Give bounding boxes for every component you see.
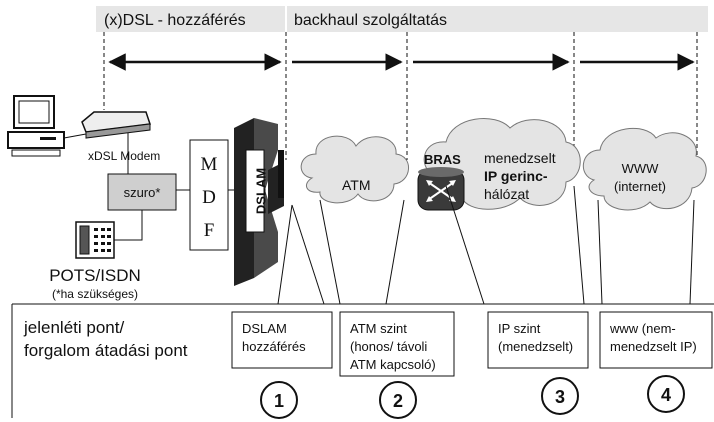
mdf-letter-d: D: [202, 187, 216, 208]
filter-label: szuro*: [124, 185, 161, 200]
point-3-line-2: (menedzselt): [498, 339, 573, 354]
www-cloud-line-1: WWW: [622, 161, 660, 176]
telephone-icon: [75, 221, 115, 259]
dashed-guides: [103, 32, 698, 170]
modem-icon: [81, 111, 152, 139]
legend-title-line-1: jelenléti pont/: [23, 318, 124, 337]
point-box-4: [599, 311, 713, 369]
atm-cloud: [300, 135, 409, 204]
point-4-line-2: menedzselt IP): [610, 339, 697, 354]
point-box-3: [487, 311, 589, 369]
point-1-line-1: DSLAM: [242, 321, 287, 336]
computer-icon: [7, 95, 65, 157]
mdf-box: [189, 139, 229, 251]
point-1-line-2: hozzáférés: [242, 339, 306, 354]
phone-label: POTS/ISDN: [49, 266, 141, 285]
point-2-line-3: ATM kapcsoló): [350, 357, 436, 372]
legend-title-line-2: forgalom átadási pont: [24, 341, 188, 360]
point-3-line-1: IP szint: [498, 321, 541, 336]
phone-note: (*ha szükséges): [52, 287, 138, 301]
point-box-1: [231, 311, 333, 369]
point-3-badge: [541, 377, 579, 415]
ip-cloud-line-2: IP gerinc-: [484, 168, 548, 184]
ip-cloud-line-3: hálózat: [484, 186, 529, 202]
mdf-letter-m: M: [201, 154, 218, 175]
www-cloud-line-2: (internet): [614, 179, 666, 194]
header-bar: [96, 6, 708, 32]
pointer-lines: [277, 185, 695, 305]
point-4-number: 4: [661, 385, 671, 405]
filter-box: [107, 173, 177, 211]
point-4-badge: [647, 375, 685, 413]
point-2-number: 2: [393, 391, 403, 411]
dslam-device: [234, 118, 284, 286]
modem-label: xDSL Modem: [88, 149, 160, 163]
router-icon: [417, 167, 465, 211]
dslam-label: DSLAM: [253, 168, 268, 214]
mdf-letter-f: F: [204, 220, 215, 241]
point-4-line-1: www (nem-: [609, 321, 676, 336]
point-2-line-1: ATM szint: [350, 321, 407, 336]
point-box-2: [339, 311, 455, 377]
point-3-number: 3: [555, 387, 565, 407]
ip-cloud-line-1: menedzselt: [484, 150, 556, 166]
point-1-number: 1: [274, 391, 284, 411]
bras-label: BRAS: [424, 152, 461, 167]
point-1-badge: [260, 381, 298, 419]
www-cloud: [583, 127, 707, 211]
backhaul-label: backhaul szolgáltatás: [294, 12, 447, 29]
atm-cloud-label: ATM: [342, 177, 371, 193]
access-label: (x)DSL - hozzáférés: [104, 12, 246, 29]
point-2-badge: [379, 381, 417, 419]
point-2-line-2: (honos/ távoli: [350, 339, 427, 354]
